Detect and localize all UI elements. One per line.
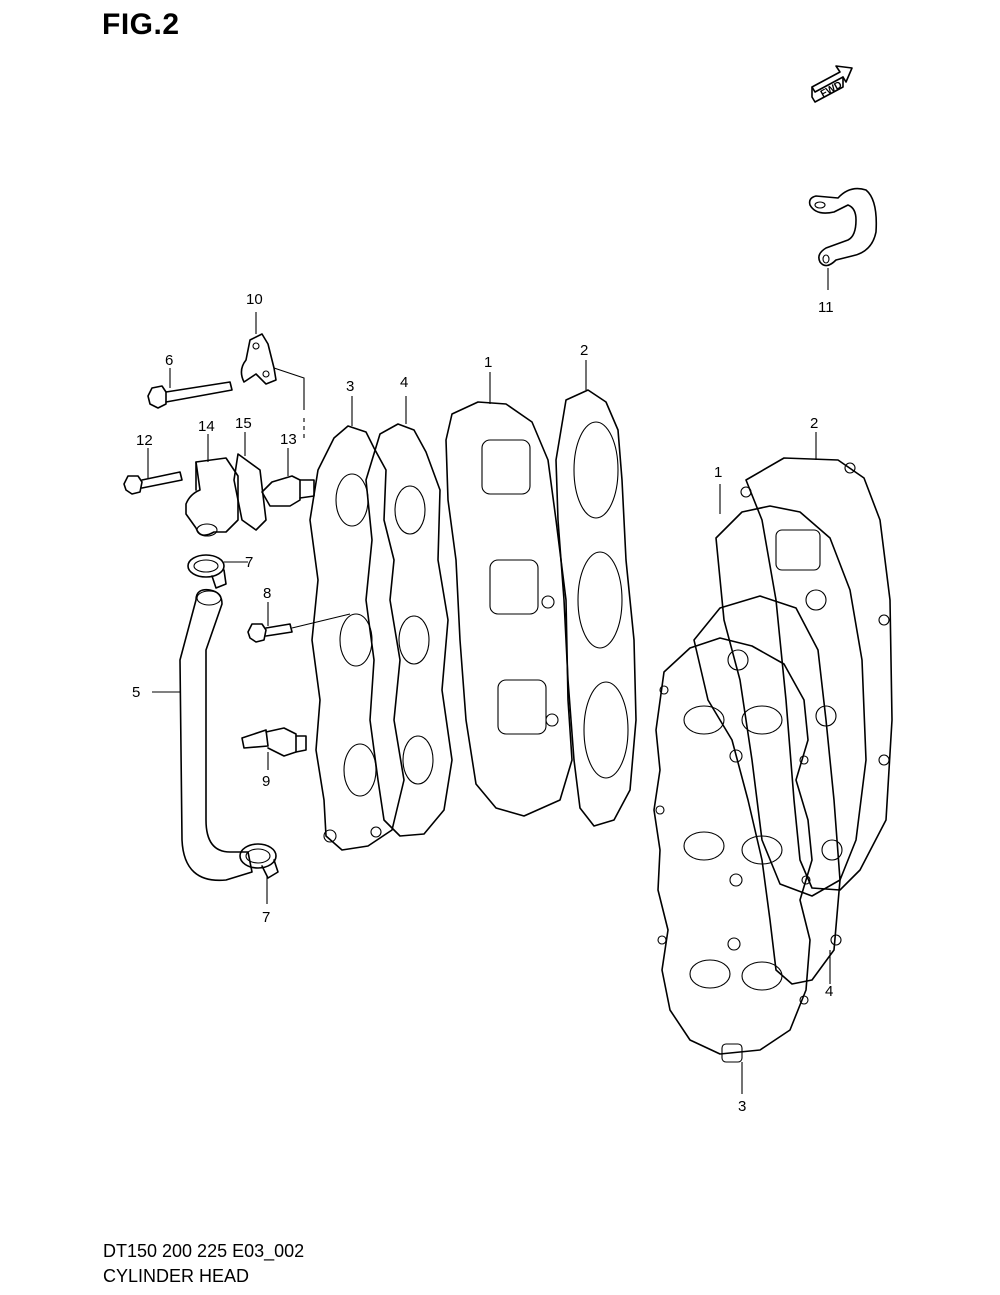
sensor-part-13 bbox=[261, 448, 315, 507]
callout-3-left: 3 bbox=[346, 378, 354, 395]
callout-7-upper: 7 bbox=[245, 554, 253, 571]
callout-2-left: 2 bbox=[580, 342, 588, 359]
model-caption: DT150 200 225 E03_002 bbox=[103, 1241, 305, 1261]
bracket-part-10 bbox=[240, 312, 305, 440]
callout-1-right: 1 bbox=[714, 464, 722, 481]
hose-clamp-part-7-upper bbox=[187, 554, 248, 589]
gasket-part-4-right bbox=[693, 595, 842, 985]
callout-4-left: 4 bbox=[400, 374, 408, 391]
callout-12: 12 bbox=[136, 432, 153, 449]
callout-15: 15 bbox=[235, 415, 252, 432]
bolt-part-6 bbox=[147, 368, 233, 409]
clamp-part-11 bbox=[808, 187, 878, 290]
callout-8: 8 bbox=[263, 585, 271, 602]
callout-11: 11 bbox=[818, 299, 834, 316]
gasket-part-4-left bbox=[365, 396, 453, 837]
head-cover-part-3-right bbox=[653, 637, 813, 1094]
callout-4-right: 4 bbox=[825, 983, 833, 1000]
head-gasket-part-2-left bbox=[555, 360, 637, 827]
bolt-part-8 bbox=[247, 602, 351, 643]
figure-title: FIG.2 bbox=[102, 8, 180, 41]
forward-arrow-icon: FWD bbox=[811, 65, 853, 103]
head-cover-part-3-left bbox=[309, 396, 405, 851]
callout-14: 14 bbox=[198, 418, 215, 435]
gasket-part-15 bbox=[233, 432, 267, 531]
callout-1-left: 1 bbox=[484, 354, 492, 371]
callout-7-lower: 7 bbox=[262, 909, 270, 926]
callout-3-right: 3 bbox=[738, 1098, 746, 1115]
callout-10: 10 bbox=[246, 291, 263, 308]
callout-6: 6 bbox=[165, 352, 173, 369]
hose-clamp-part-7-lower bbox=[239, 843, 279, 904]
sender-part-9 bbox=[241, 727, 307, 770]
part-name-caption: CYLINDER HEAD bbox=[103, 1266, 250, 1286]
callout-9: 9 bbox=[262, 773, 270, 790]
hose-part-5 bbox=[152, 588, 253, 882]
callout-2-right: 2 bbox=[810, 415, 818, 432]
callout-5: 5 bbox=[132, 684, 140, 701]
gasket-part-2-right bbox=[740, 432, 893, 891]
bolt-part-12 bbox=[123, 448, 183, 495]
cover-part-14 bbox=[185, 434, 239, 537]
callout-13: 13 bbox=[280, 431, 297, 448]
cylinder-head-part-1-left bbox=[445, 372, 573, 817]
cylinder-head-part-1-right bbox=[715, 484, 867, 897]
